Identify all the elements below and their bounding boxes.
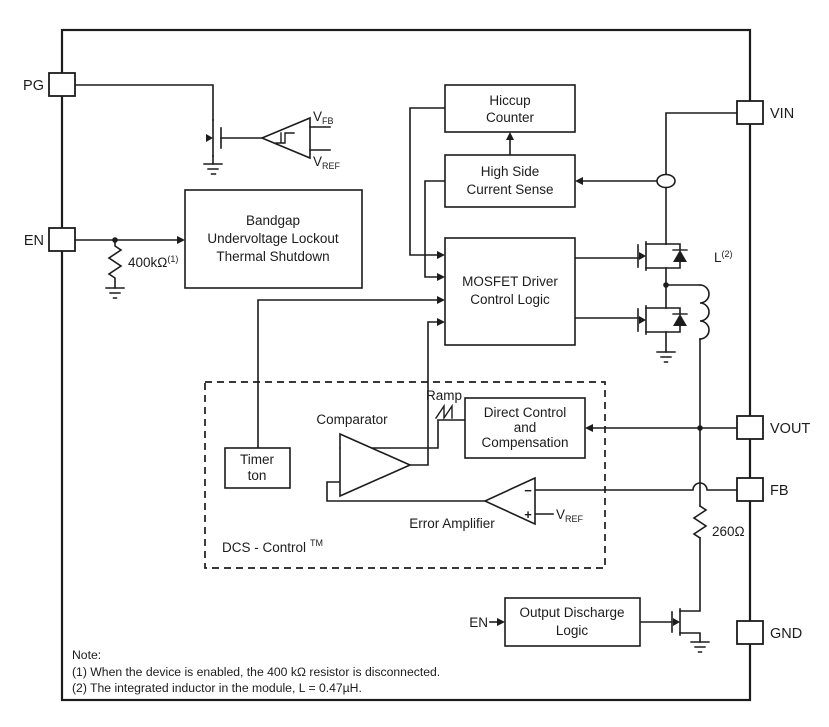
bandgap-label-1: Bandgap	[246, 213, 300, 228]
arrow-into-current-sense	[575, 177, 583, 185]
junction-dot	[112, 237, 118, 243]
hs-sense-label-2: Current Sense	[466, 182, 553, 197]
hiccup-counter-box	[444, 84, 576, 133]
wire-fb-net	[534, 482, 738, 491]
arrow-driver-input-2	[437, 273, 445, 281]
en-resistor-label: 400kΩ(1)	[128, 254, 178, 270]
hiccup-label-1: Hiccup	[489, 93, 530, 108]
wire-timer-to-driver	[257, 299, 438, 449]
arrowheads	[177, 132, 593, 626]
error-amplifier-icon	[483, 476, 536, 526]
wire-erroramp-to-comparator	[326, 481, 486, 502]
vref-label-erroramp: VREF	[556, 507, 584, 524]
wire-pg-net	[74, 84, 214, 121]
vref-label-pg: VREF	[313, 154, 341, 171]
arrow-driver-input-3	[437, 296, 445, 304]
arrow-into-bandgap	[177, 236, 185, 244]
current-sense-probe-icon	[656, 173, 676, 189]
en-pin-label: EN	[24, 233, 44, 249]
wire-vin-net	[665, 112, 738, 176]
bandgap-label-3: Thermal Shutdown	[216, 249, 329, 264]
arrow-driver-input-1	[437, 251, 445, 259]
output-discharge-box	[504, 597, 641, 647]
en-internal-label: EN	[469, 615, 488, 630]
junction-dot	[663, 282, 669, 288]
mosfet-driver-box	[444, 237, 576, 346]
discharge-label-1: Output Discharge	[519, 605, 624, 620]
high-side-current-sense-box	[444, 154, 576, 208]
high-side-mosfet-icon	[637, 241, 688, 286]
bandgap-uvlo-thermal-box	[184, 189, 363, 289]
direct-control-label-3: Compensation	[481, 435, 568, 450]
dcs-control-region	[204, 381, 606, 569]
pg-ground-icon	[203, 163, 223, 175]
error-amplifier-label: Error Amplifier	[409, 516, 495, 531]
wire-hiccup-to-driver	[409, 107, 446, 256]
minus-sign: −	[524, 483, 532, 498]
vout-pin-label: VOUT	[770, 421, 810, 437]
vfb-label: VFB	[313, 109, 334, 126]
timer-label-2: ton	[248, 468, 267, 483]
pg-comparator-icon	[259, 116, 331, 160]
pg-pin	[48, 72, 76, 97]
comparator-icon	[339, 432, 412, 498]
inductor-icon	[699, 284, 710, 340]
en-resistor-icon	[107, 239, 123, 289]
timer-label-1: Timer	[240, 452, 274, 467]
direct-control-box	[464, 397, 586, 459]
junction-dot	[697, 425, 703, 431]
driver-label-2: Control Logic	[470, 292, 550, 307]
arrow-into-direct-control	[585, 424, 593, 432]
fb-resistor-icon	[692, 504, 708, 540]
fb-pin	[736, 477, 764, 502]
low-side-mosfet-icon	[637, 284, 688, 353]
pg-mosfet-icon	[206, 119, 263, 165]
comparator-label: Comparator	[316, 412, 388, 427]
hiccup-label-2: Counter	[486, 110, 535, 125]
gnd-pin-label: GND	[770, 626, 802, 642]
discharge-ground-icon	[690, 641, 710, 653]
vout-pin	[736, 415, 764, 440]
plus-sign: +	[524, 507, 532, 522]
fb-pin-label: FB	[770, 483, 789, 499]
note-1: (1) When the device is enabled, the 400 …	[72, 665, 440, 679]
driver-label-1: MOSFET Driver	[462, 274, 558, 289]
hs-sense-label-1: High Side	[481, 164, 540, 179]
wire-sense-to-driver	[424, 180, 446, 278]
wire-comparator-to-driver	[409, 321, 438, 466]
arrow-into-hiccup	[506, 132, 514, 140]
note-heading: Note:	[72, 648, 101, 662]
gnd-pin	[736, 620, 764, 645]
timer-ton-box	[224, 447, 291, 489]
bandgap-label-2: Undervoltage Lockout	[207, 231, 339, 246]
discharge-label-2: Logic	[556, 623, 589, 638]
ic-boundary	[60, 28, 752, 702]
ramp-label: Ramp	[426, 388, 462, 403]
vin-pin-label: VIN	[770, 106, 794, 122]
en-pin	[48, 227, 76, 252]
direct-control-label-1: Direct Control	[484, 405, 567, 420]
arrow-driver-input-4	[437, 318, 445, 326]
ramp-sawtooth-icon	[435, 403, 453, 421]
inductor-label: L(2)	[714, 249, 733, 265]
wires	[74, 84, 738, 623]
fb-resistor-label: 260Ω	[712, 524, 745, 539]
arrow-into-discharge-logic	[497, 618, 505, 626]
en-ground-icon	[105, 287, 125, 299]
vin-pin	[736, 100, 764, 125]
direct-control-label-2: and	[514, 420, 537, 435]
wire-ramp	[339, 419, 466, 449]
discharge-mosfet-icon	[671, 537, 701, 643]
pg-pin-label: PG	[23, 78, 44, 94]
note-2: (2) The integrated inductor in the modul…	[72, 681, 362, 695]
low-side-ground-icon	[656, 351, 676, 363]
